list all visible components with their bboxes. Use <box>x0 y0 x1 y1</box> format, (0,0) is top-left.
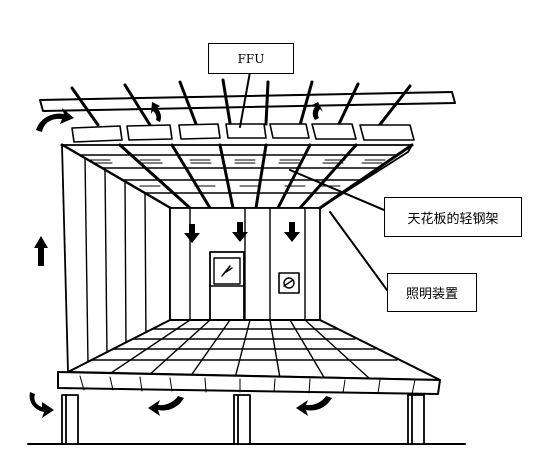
hanger-rods <box>70 78 412 129</box>
recirculation-arrows <box>29 102 332 418</box>
wall-fixture <box>278 272 300 294</box>
ceiling-frame-label: 天花板的轻钢架 <box>384 197 522 237</box>
arrow-floor-a <box>148 396 184 416</box>
left-wall <box>61 144 171 373</box>
floor-slab <box>57 371 441 395</box>
support-piers <box>61 394 425 445</box>
arrow-left-up <box>34 236 48 266</box>
door <box>209 251 245 321</box>
arrow-bottom-left <box>29 392 54 418</box>
arrow-floor-b <box>296 396 332 416</box>
ffu-label: FFU <box>208 43 294 74</box>
arrow-ffu-b <box>312 102 323 120</box>
downflow-arrows <box>184 222 300 243</box>
arrow-top-left <box>36 108 74 132</box>
ffu-modules <box>71 123 415 143</box>
arrow-ffu-a <box>151 102 161 122</box>
lighting-label: 照明装置 <box>387 273 477 312</box>
callout-leaders <box>239 71 388 291</box>
